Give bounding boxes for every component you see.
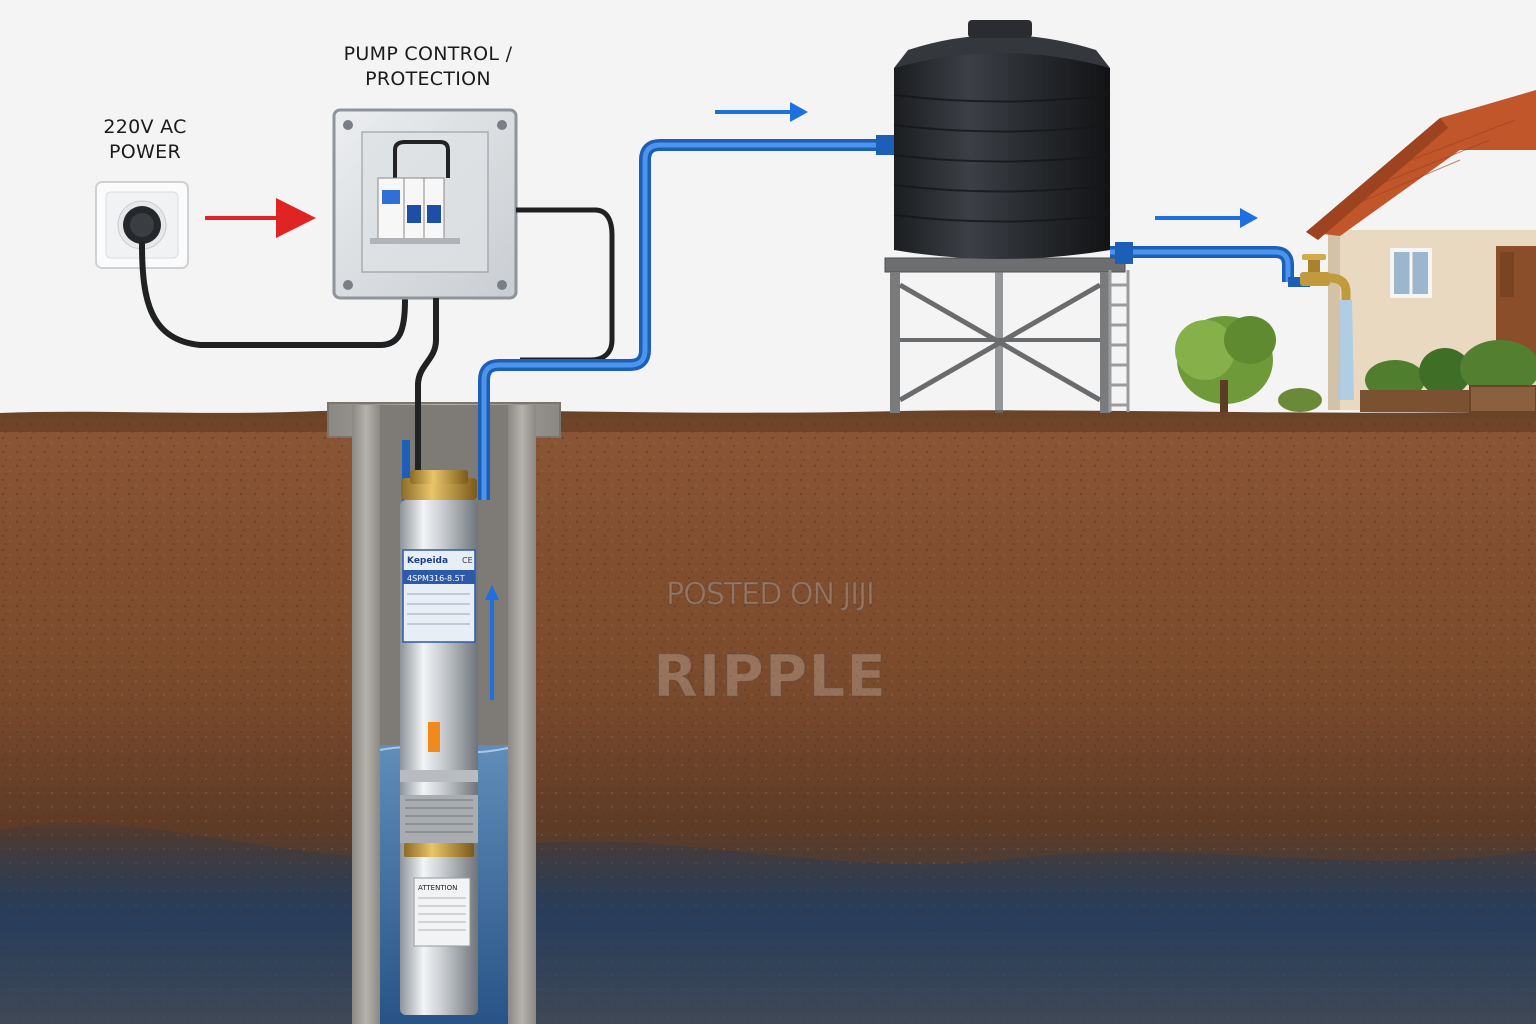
water-stream (1338, 300, 1354, 400)
power-source-label: 220V AC POWER (70, 115, 220, 165)
pump-control-label: PUMP CONTROL / PROTECTION (318, 42, 538, 92)
garden-shrubs (1278, 340, 1536, 413)
pump-brand: Kepeida (407, 556, 448, 566)
tree (1175, 316, 1276, 412)
watermark-posted: POSTED ON JIJI (666, 577, 876, 613)
control-label-line-2: PROTECTION (365, 68, 491, 90)
pump-ce-badge: CE (462, 556, 473, 565)
faucet-icon (1300, 254, 1354, 400)
watermark-brand: RIPPLE (653, 642, 887, 711)
pump-warning-label: ATTENTION (418, 884, 457, 892)
tank-stand (884, 257, 1130, 413)
circuit-breaker-icon (370, 177, 460, 244)
control-label-line-1: PUMP CONTROL / (343, 43, 513, 65)
power-cable (139, 241, 408, 348)
ground-cross-section (0, 410, 1536, 1024)
sky-background (0, 0, 1536, 415)
water-tank-icon (893, 20, 1111, 259)
level-sensor-cable (516, 207, 615, 363)
power-plug-icon (123, 206, 408, 348)
power-label-line-2: POWER (109, 141, 181, 163)
water-flow-arrow-to-tank (715, 102, 808, 122)
pump-model: 4SPM316-8.5T (407, 574, 465, 583)
power-label-line-1: 220V AC (103, 116, 187, 138)
submersible-pump: Kepeida CE 4SPM316-8.5T ATTENTION (400, 470, 478, 1015)
water-flow-arrow-to-house (1155, 208, 1258, 228)
pump-power-cable (415, 298, 439, 900)
water-up-arrow (485, 585, 499, 700)
pump-control-box (332, 108, 615, 900)
outlet-pipe (1110, 242, 1310, 287)
